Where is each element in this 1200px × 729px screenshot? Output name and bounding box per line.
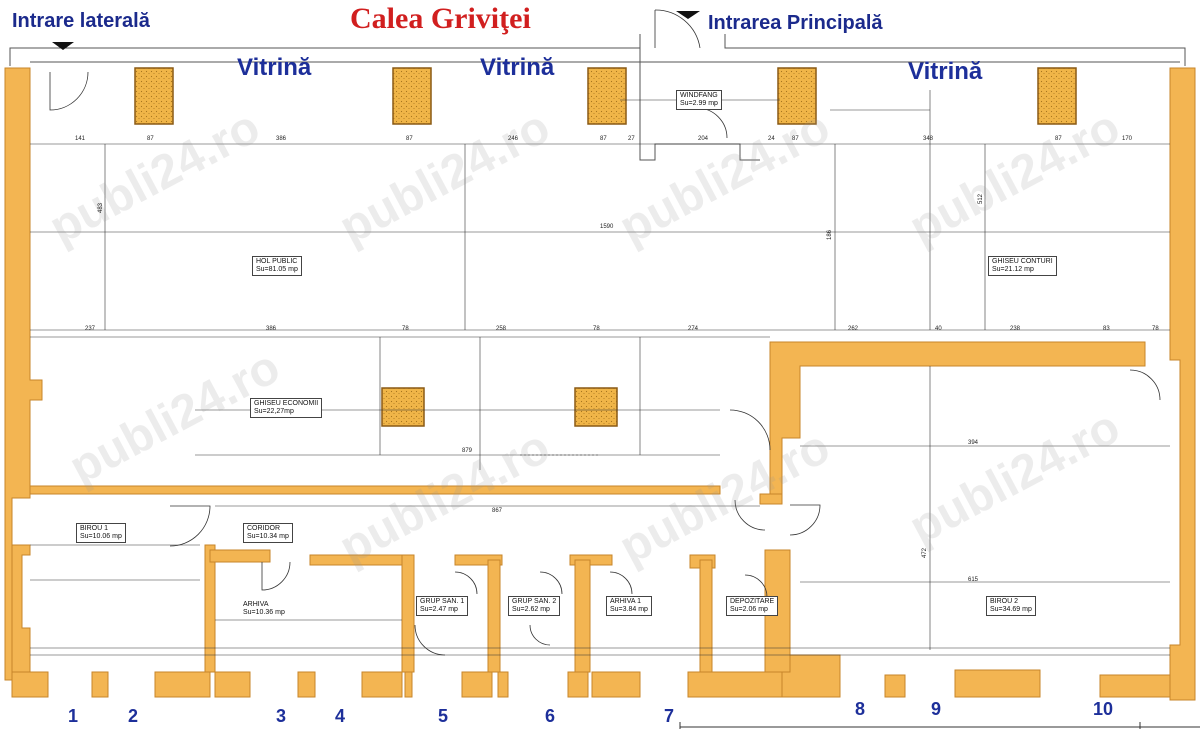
room-name: GHISEU CONTURI xyxy=(992,258,1053,265)
vitrina-label: Vitrină xyxy=(237,54,312,81)
window-number: 7 xyxy=(663,706,674,726)
dimension-label: 141 xyxy=(75,136,86,142)
dimension-label: 258 xyxy=(496,326,507,332)
dimension-label: 483 xyxy=(98,202,105,214)
dimension-label: 83 xyxy=(1103,326,1110,332)
room-name: WINDFANG xyxy=(680,92,718,99)
dimension-label: 246 xyxy=(508,136,519,142)
room-area: Su=10.06 mp xyxy=(80,533,122,540)
dimension-label: 615 xyxy=(968,577,979,583)
room-area: Su=22,27mp xyxy=(254,408,294,415)
dimension-label: 87 xyxy=(147,136,154,142)
window-number: 9 xyxy=(930,699,941,719)
window-number: 1 xyxy=(67,706,78,726)
storefront-frame xyxy=(9,34,1186,161)
dimension-label: 238 xyxy=(1010,326,1021,332)
room-area: Su=21.12 mp xyxy=(992,266,1034,273)
dimension-label: 87 xyxy=(792,136,799,142)
dimension-lines xyxy=(30,90,1170,656)
room-windfang: WINDFANG Su=2.99 mp xyxy=(676,90,722,110)
room-name: ARHIVA 1 xyxy=(610,598,641,605)
room-area: Su=2.06 mp xyxy=(730,606,768,613)
dimension-label: 170 xyxy=(1122,136,1133,142)
dimension-label: 78 xyxy=(1152,326,1159,332)
dimension-label: 87 xyxy=(406,136,413,142)
room-hol-public: HOL PUBLIC Su=81.05 mp xyxy=(252,256,302,276)
room-birou-1: BIROU 1 Su=10.06 mp xyxy=(76,523,126,543)
room-area: Su=10.34 mp xyxy=(247,533,289,540)
room-name: BIROU 1 xyxy=(80,525,109,532)
dimension-label: 40 xyxy=(935,326,942,332)
room-name: BIROU 2 xyxy=(990,598,1019,605)
pillars xyxy=(134,67,1077,427)
room-arhiva: ARHIVA Su=10.36 mp xyxy=(240,600,288,618)
dimension-label: 87 xyxy=(1055,136,1062,142)
window-number: 4 xyxy=(334,706,345,726)
dimension-label: 867 xyxy=(492,508,503,514)
dimension-label: 386 xyxy=(276,136,287,142)
window-number: 8 xyxy=(854,699,865,719)
room-name: HOL PUBLIC xyxy=(256,258,298,265)
window-number: 2 xyxy=(127,706,138,726)
dimension-label: 386 xyxy=(266,326,277,332)
room-area: Su=3.84 mp xyxy=(610,606,648,613)
dimension-label: 394 xyxy=(968,440,979,446)
room-grup-san-2: GRUP SAN. 2 Su=2.62 mp xyxy=(508,596,561,616)
dimension-label: 879 xyxy=(462,448,473,454)
window-number: 10 xyxy=(1092,699,1114,719)
dimension-label: 204 xyxy=(698,136,709,142)
interior-walls xyxy=(29,341,1146,673)
dimension-label: 87 xyxy=(600,136,607,142)
room-area: Su=81.05 mp xyxy=(256,266,298,273)
entrance-arrows xyxy=(52,11,700,50)
room-area: Su=10.36 mp xyxy=(243,609,285,616)
outer-walls xyxy=(4,67,1196,701)
dimension-label: 512 xyxy=(978,193,985,205)
room-arhiva-1: ARHIVA 1 Su=3.84 mp xyxy=(606,596,652,616)
dimension-label: 274 xyxy=(688,326,699,332)
window-number: 3 xyxy=(275,706,286,726)
vitrina-label: Vitrină xyxy=(480,54,555,81)
dimension-label: 348 xyxy=(923,136,934,142)
room-birou-2: BIROU 2 Su=34.69 mp xyxy=(986,596,1036,616)
room-coridor: CORIDOR Su=10.34 mp xyxy=(243,523,293,543)
dimension-label: 472 xyxy=(922,547,929,559)
room-area: Su=34.69 mp xyxy=(990,606,1032,613)
window-number: 6 xyxy=(544,706,555,726)
room-name: DEPOZITARE xyxy=(730,598,775,605)
dimension-label: 262 xyxy=(848,326,859,332)
room-grup-san-1: GRUP SAN. 1 Su=2.47 mp xyxy=(416,596,469,616)
room-name: GHISEU ECONOMII xyxy=(254,400,319,407)
side-entrance-label: Intrare laterală xyxy=(12,10,150,32)
room-area: Su=2.47 mp xyxy=(420,606,458,613)
dimension-label: 78 xyxy=(402,326,409,332)
room-ghiseu-economii: GHISEU ECONOMII Su=22,27mp xyxy=(250,398,323,418)
dimension-label: 237 xyxy=(85,326,96,332)
main-entrance-label: Intrarea Principală xyxy=(708,12,883,34)
room-name: GRUP SAN. 1 xyxy=(420,598,465,605)
room-name: CORIDOR xyxy=(247,525,281,532)
window-number: 5 xyxy=(437,706,448,726)
dimension-label: 27 xyxy=(628,136,635,142)
room-ghiseu-conturi: GHISEU CONTURI Su=21.12 mp xyxy=(988,256,1057,276)
room-depozitare: DEPOZITARE Su=2.06 mp xyxy=(726,596,779,616)
street-title: Calea Griviţei xyxy=(350,2,531,35)
room-area: Su=2.62 mp xyxy=(512,606,550,613)
room-area: Su=2.99 mp xyxy=(680,100,718,107)
dimension-label: 186 xyxy=(827,229,834,241)
room-name: ARHIVA xyxy=(243,601,269,608)
vitrina-label: Vitrină xyxy=(908,58,983,85)
dimension-label: 1590 xyxy=(600,224,614,230)
dimension-label: 24 xyxy=(768,136,775,142)
dimension-label: 78 xyxy=(593,326,600,332)
room-name: GRUP SAN. 2 xyxy=(512,598,557,605)
